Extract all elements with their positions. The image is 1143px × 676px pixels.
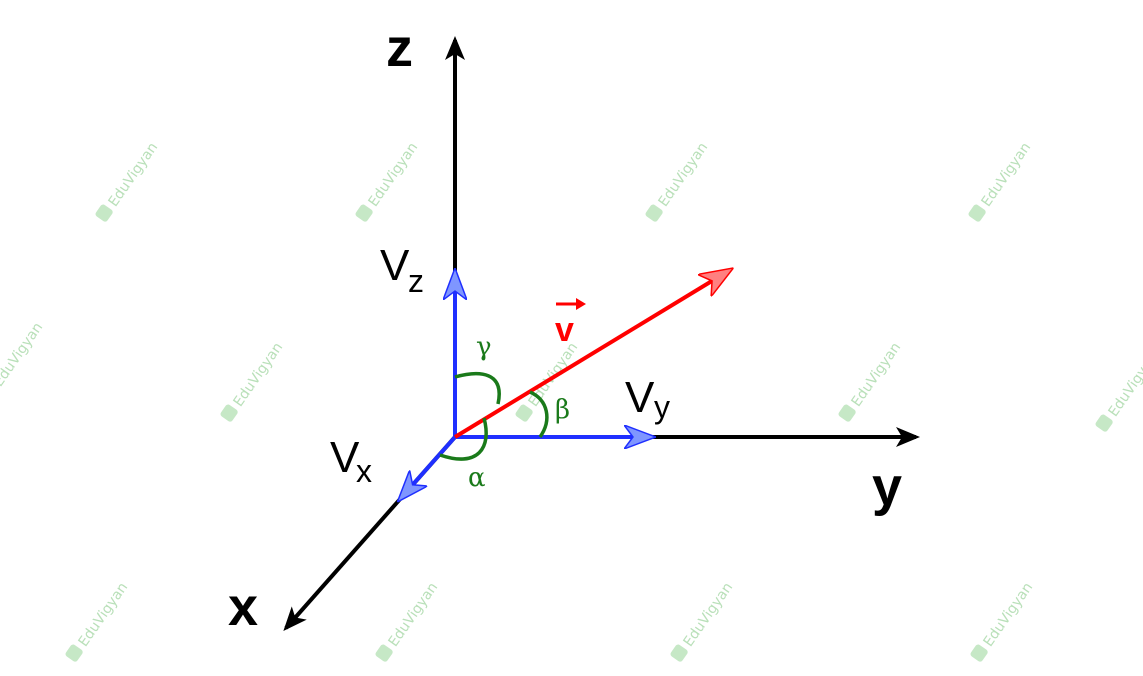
watermark-text: EduVigyan xyxy=(1106,350,1143,420)
watermark-logo-icon xyxy=(838,404,856,422)
watermark-logo-icon xyxy=(970,644,988,662)
y-axis-label: y xyxy=(872,457,902,517)
vy-label-sub: y xyxy=(654,389,670,425)
vx-label-main: V xyxy=(330,433,360,482)
vx-component-arrow xyxy=(400,435,457,499)
watermark: EduVigyan xyxy=(1095,350,1143,432)
vector-v-label-text: v xyxy=(555,311,574,349)
beta-angle-label: β xyxy=(555,395,570,425)
watermark: EduVigyan xyxy=(95,140,162,222)
vy-label-main: V xyxy=(625,373,655,422)
watermark-text: EduVigyan xyxy=(526,340,582,410)
alpha-angle-label: α xyxy=(468,463,486,493)
watermark-text: EduVigyan xyxy=(979,140,1035,210)
watermark-text: EduVigyan xyxy=(366,140,422,210)
gamma-angle-label: γ xyxy=(476,332,492,362)
vx-label-sub: x xyxy=(356,453,372,489)
watermark-text: EduVigyan xyxy=(849,340,905,410)
watermark-logo-icon xyxy=(65,644,83,662)
vector-v-label: v xyxy=(555,298,586,349)
watermark: EduVigyan xyxy=(355,140,422,222)
beta-angle-arc xyxy=(529,390,549,439)
watermark-text: EduVigyan xyxy=(681,580,737,650)
watermark-text: EduVigyan xyxy=(106,140,162,210)
watermark: EduVigyan xyxy=(65,580,132,662)
watermark-text: EduVigyan xyxy=(386,580,442,650)
gamma-angle-arc xyxy=(454,371,501,405)
watermark: EduVigyan xyxy=(970,580,1037,662)
watermark-logo-icon xyxy=(355,204,373,222)
watermark-logo-icon xyxy=(1095,414,1113,432)
watermark-logo-icon xyxy=(220,404,238,422)
watermark-logo-icon xyxy=(670,644,688,662)
x-axis-label: x xyxy=(228,577,258,637)
z-axis-label: z xyxy=(386,18,413,78)
watermark-text: EduVigyan xyxy=(0,320,46,390)
vz-label-main: V xyxy=(380,241,410,290)
watermark-logo-icon xyxy=(515,404,533,422)
watermark: EduVigyan xyxy=(375,580,442,662)
watermark-logo-icon xyxy=(375,644,393,662)
watermark-logo-icon xyxy=(95,204,113,222)
watermark-logo-icon xyxy=(968,204,986,222)
watermark-text: EduVigyan xyxy=(656,140,712,210)
watermark: EduVigyan xyxy=(838,340,905,422)
watermark: EduVigyan xyxy=(670,580,737,662)
vy-label: V y xyxy=(625,373,670,425)
alpha-angle-arc xyxy=(439,417,488,461)
watermark-text: EduVigyan xyxy=(76,580,132,650)
watermark: EduVigyan xyxy=(0,320,46,390)
watermark-text: EduVigyan xyxy=(231,340,287,410)
vector-arrowhead-accent-icon xyxy=(576,298,586,310)
watermark-layer: EduVigyan EduVigyan EduVigyan EduVigyan … xyxy=(0,140,1143,662)
watermark: EduVigyan xyxy=(220,340,287,422)
watermark-text: EduVigyan xyxy=(981,580,1037,650)
watermark: EduVigyan xyxy=(968,140,1035,222)
vector-v-arrow xyxy=(453,270,730,439)
watermark: EduVigyan xyxy=(645,140,712,222)
watermark-logo-icon xyxy=(645,204,663,222)
vz-label-sub: z xyxy=(408,263,424,299)
vz-label: V z xyxy=(380,241,424,299)
vx-label: V x xyxy=(330,433,372,489)
